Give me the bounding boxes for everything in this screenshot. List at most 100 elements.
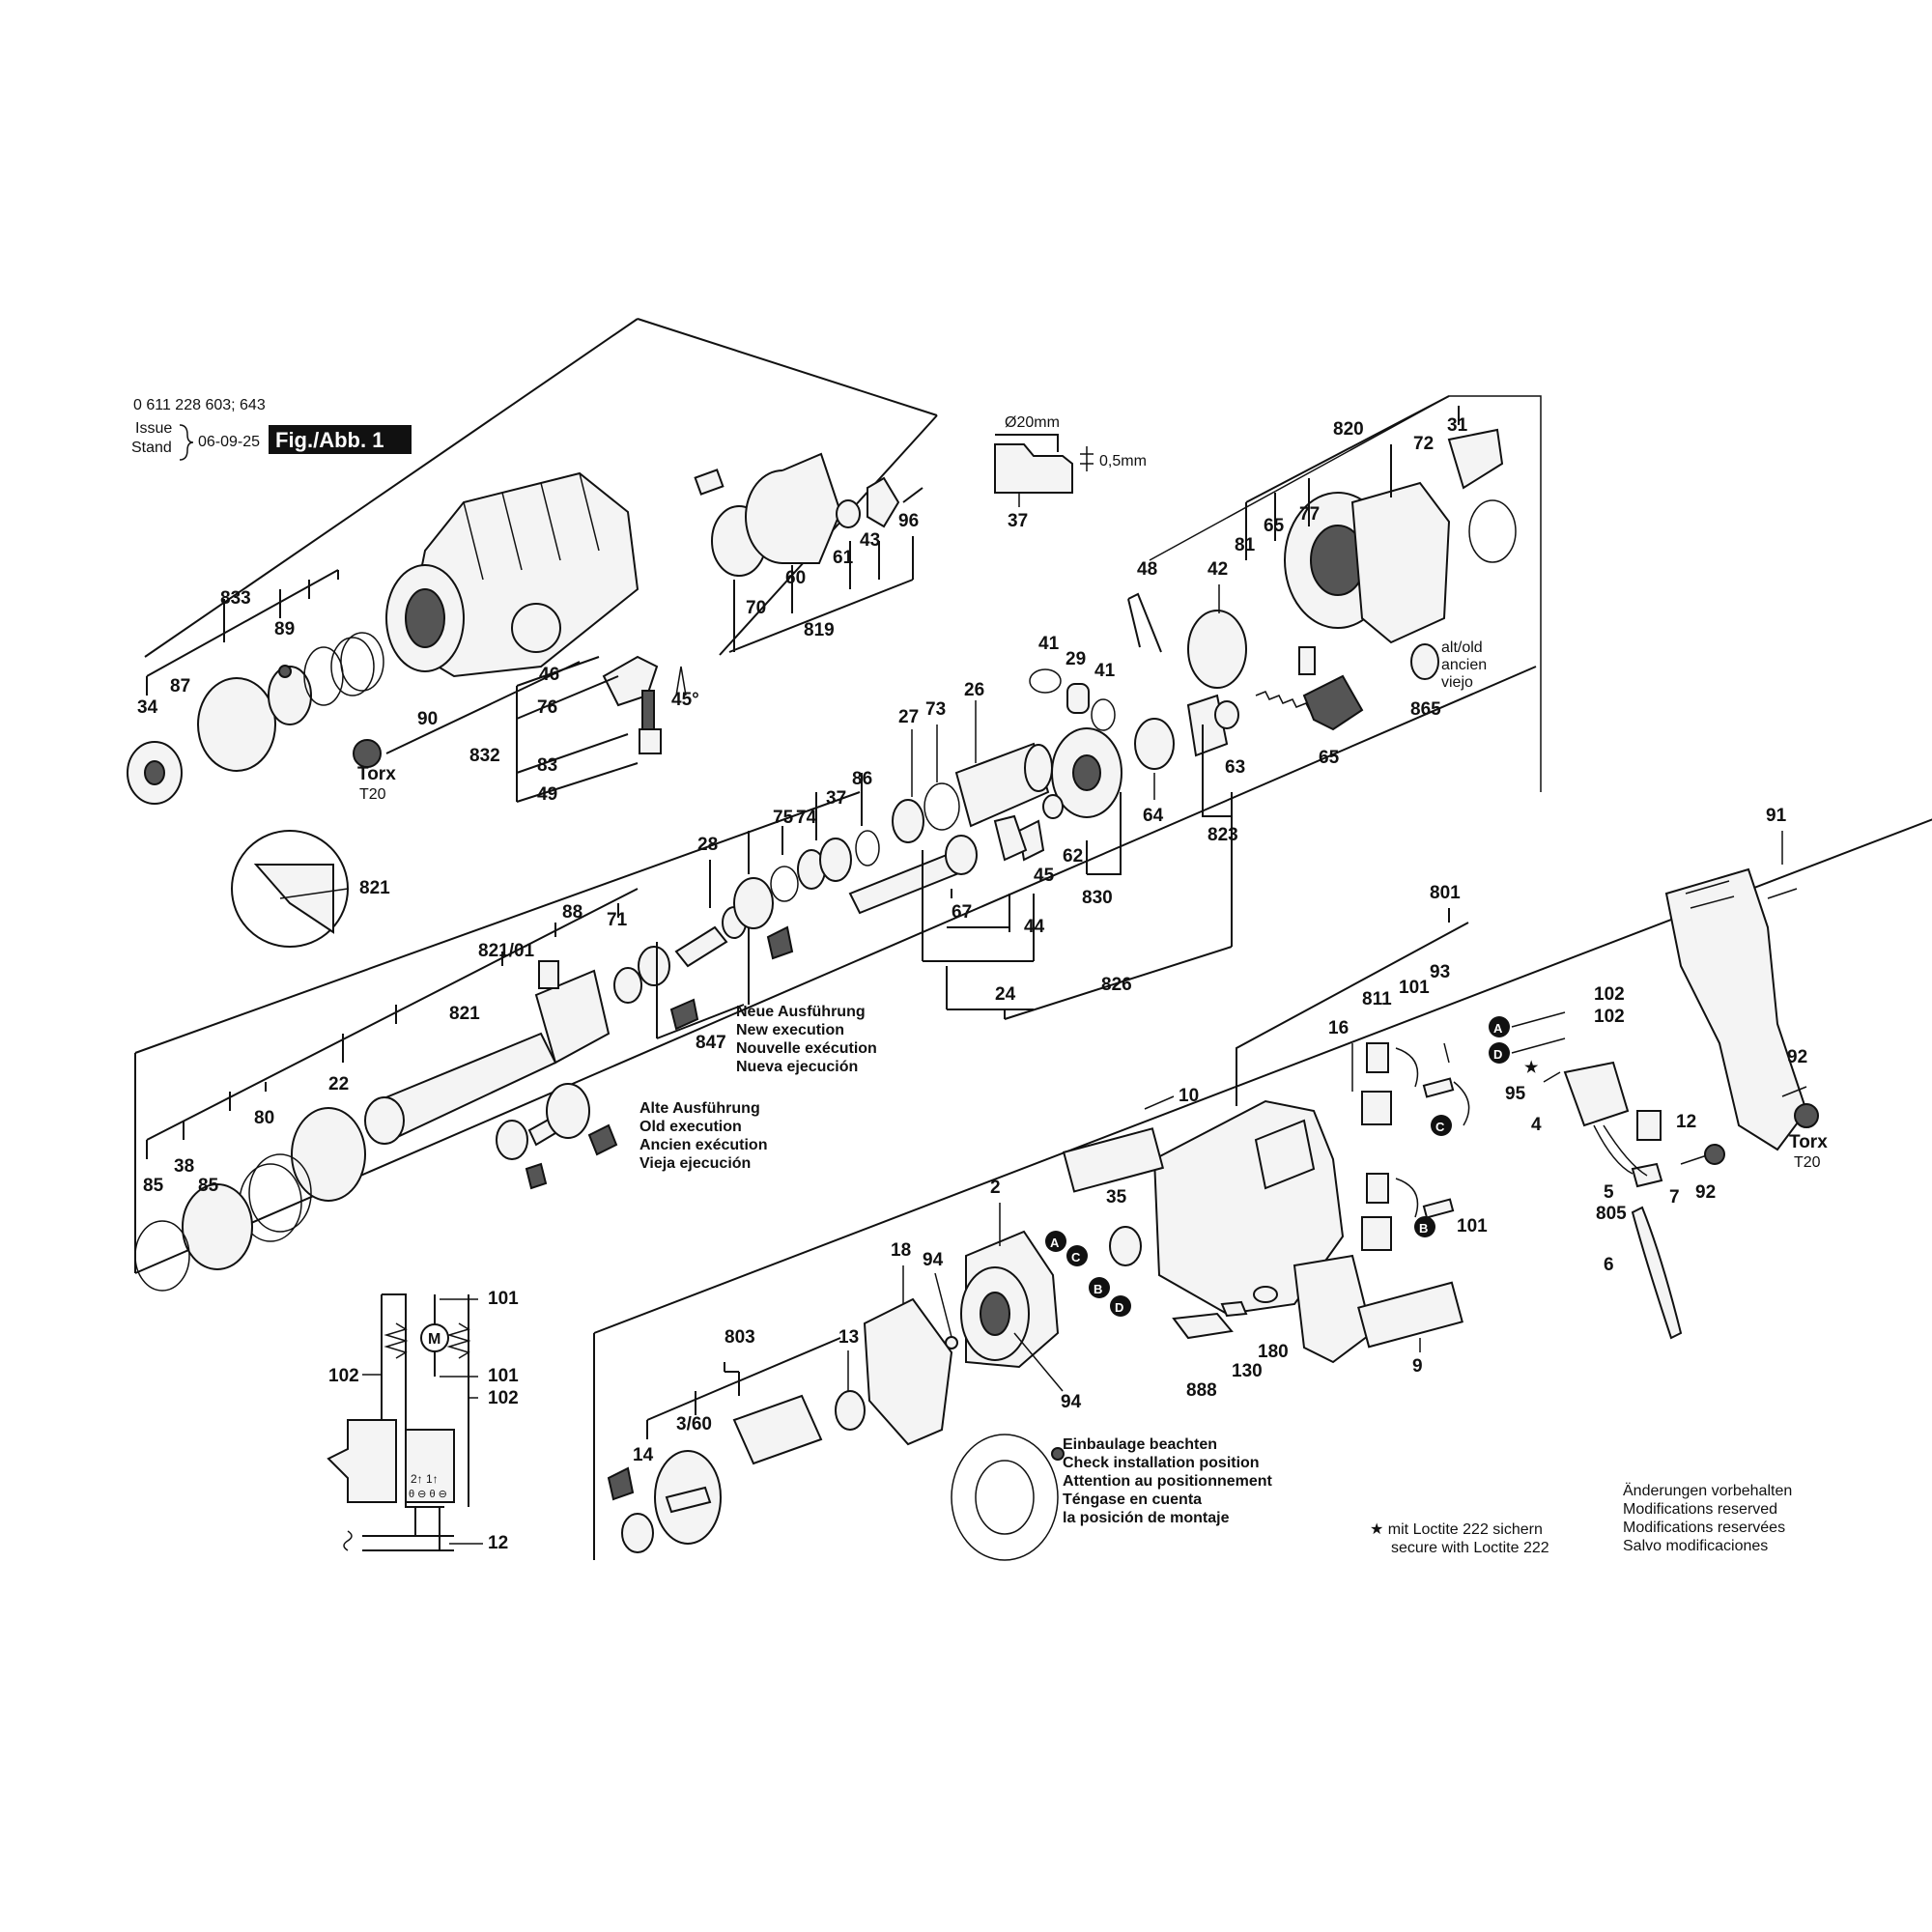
figure-label: Fig./Abb. 1	[275, 428, 384, 452]
torx-icon	[353, 739, 382, 768]
label-43: 43	[860, 530, 880, 551]
marker-b-motor-text: B	[1094, 1282, 1102, 1296]
part-96-screw	[902, 487, 923, 503]
part-62	[1042, 794, 1064, 819]
detail-part	[253, 864, 334, 934]
label-805: 805	[1596, 1204, 1627, 1224]
issue-date: 06-09-25	[198, 434, 260, 450]
old-exec-fr: Ancien exécution	[639, 1137, 767, 1153]
label-26: 26	[964, 680, 984, 700]
part-44-fork	[993, 814, 1028, 862]
part-16-brush-a	[1366, 1042, 1389, 1073]
part-847-ring	[638, 946, 670, 986]
label-92a: 92	[1787, 1047, 1807, 1067]
new-exec-fr: Nouvelle exécution	[736, 1040, 877, 1057]
old-exec-insert-b	[587, 1123, 618, 1156]
plug-symbol	[343, 1530, 353, 1551]
pin-90	[385, 661, 581, 754]
old-exec-ring	[496, 1120, 528, 1160]
part-14-insert	[607, 1466, 635, 1501]
part-91-screw	[1767, 888, 1798, 899]
mod-es: Salvo modificaciones	[1623, 1538, 1768, 1554]
label-92b: 92	[1695, 1182, 1716, 1203]
label-4: 4	[1531, 1115, 1542, 1135]
marker-b-brush	[1414, 1216, 1435, 1237]
group-820: 48 42 81 65 77 820 72 31 alt/old ancien …	[1127, 395, 1517, 768]
part-820-housing	[1350, 481, 1451, 644]
torx-icon-small	[1704, 1144, 1725, 1165]
part-847-insert-b	[766, 925, 794, 960]
part-small-tab	[694, 469, 724, 496]
part-35	[1109, 1226, 1142, 1266]
part-22-gear	[291, 1107, 366, 1202]
label-24: 24	[995, 984, 1016, 1005]
part-28	[674, 925, 728, 968]
model-number: 0 611 228 603; 643	[133, 397, 266, 413]
marker-c-motor	[1066, 1245, 1088, 1266]
angle-label: 45°	[671, 690, 699, 710]
loctite-en: secure with Loctite 222	[1391, 1540, 1549, 1556]
part-spring-2	[340, 632, 384, 692]
group-847: 28 75 74 37 86 847	[638, 769, 880, 1053]
old-exec-en: Old execution	[639, 1119, 742, 1135]
label-801: 801	[1430, 883, 1461, 903]
part-95-screw	[1543, 1071, 1561, 1083]
marker-d-motor	[1110, 1295, 1131, 1317]
label-102c: 102	[328, 1366, 359, 1386]
install-de: Einbaulage beachten	[1063, 1436, 1217, 1453]
new-exec-es: Nueva ejecución	[736, 1059, 858, 1075]
label-821b: 821	[449, 1004, 480, 1024]
install-view-inner	[975, 1460, 1035, 1535]
label-101b: 101	[1457, 1216, 1488, 1236]
label-5: 5	[1604, 1182, 1614, 1203]
label-16: 16	[1328, 1018, 1349, 1038]
resistor-left	[384, 1322, 409, 1359]
leader-832	[516, 656, 639, 803]
torx-label: Torx	[357, 764, 396, 784]
marker-c-motor-text: C	[1071, 1250, 1081, 1264]
label-31: 31	[1447, 415, 1468, 436]
label-60: 60	[785, 568, 806, 588]
label-90: 90	[417, 709, 438, 729]
part-80-spring	[248, 1153, 312, 1233]
angle-arrow	[675, 666, 687, 696]
issue-label: Issue	[135, 420, 172, 437]
label-820: 820	[1333, 419, 1364, 440]
part-92-screw-a	[1781, 1086, 1807, 1097]
leader-10	[1144, 1095, 1175, 1110]
wire-left	[382, 1293, 469, 1508]
loctite-star: ★	[1524, 1060, 1539, 1076]
label-37: 37	[826, 788, 846, 809]
old-label-1: alt/old	[1441, 639, 1483, 656]
label-7: 7	[1669, 1187, 1680, 1208]
housing-selector-seat	[511, 603, 561, 653]
label-101c: 101	[488, 1289, 519, 1309]
part-27	[892, 799, 924, 843]
label-81: 81	[1235, 535, 1256, 555]
old-exec-collar	[546, 1083, 590, 1139]
switch-body	[327, 1419, 397, 1503]
label-102b: 102	[1594, 1007, 1625, 1027]
leader-821-01	[146, 888, 639, 1159]
part-830-bore	[1072, 754, 1101, 791]
part-4-switch	[1563, 1061, 1630, 1127]
part-37-body	[819, 838, 852, 882]
label-42: 42	[1208, 559, 1228, 580]
part-72-oring	[1468, 499, 1517, 563]
label-75: 75	[773, 808, 794, 828]
install-fr: Attention au positionnement	[1063, 1473, 1273, 1490]
marker-d-motor-text: D	[1115, 1300, 1123, 1315]
part-93-screw	[1443, 1042, 1450, 1064]
marker-a-switch	[1489, 1016, 1510, 1037]
leader-102-schem	[362, 1374, 478, 1399]
leader-803	[646, 1337, 841, 1439]
label-180: 180	[1258, 1342, 1289, 1362]
label-832: 832	[469, 746, 500, 766]
label-49: 49	[537, 784, 557, 805]
leader-820	[1245, 395, 1460, 560]
marker-b-brush-text: B	[1419, 1221, 1428, 1236]
label-76: 76	[537, 697, 557, 718]
label-88: 88	[562, 902, 582, 923]
mechanism-upper: 27 73 26 41 29 41	[892, 634, 1116, 843]
motor-housing-group: 10 9 801 35 888 130 180	[1062, 883, 1469, 1401]
